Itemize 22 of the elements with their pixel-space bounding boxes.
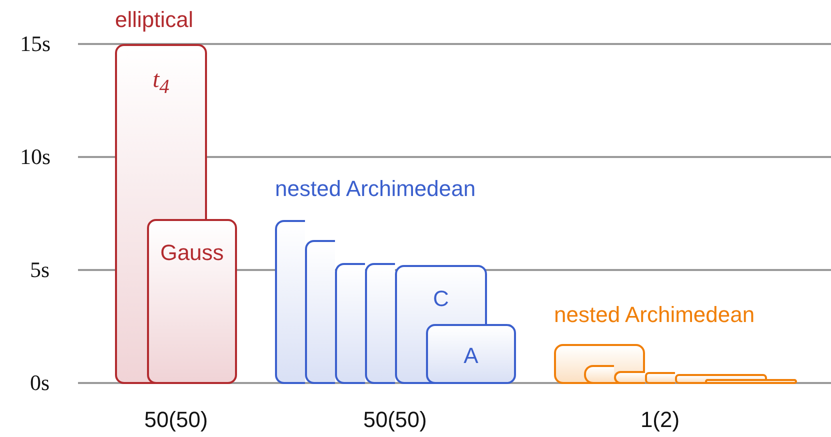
axis-tick-label: 5s xyxy=(30,258,50,282)
axis-tick-label: 0s xyxy=(30,371,50,395)
bar-label: t$_{4}$ xyxy=(152,68,170,99)
rounded-bar xyxy=(335,263,365,384)
rounded-bar xyxy=(147,219,237,384)
rounded-bar xyxy=(645,372,675,384)
bar-label: Gauss xyxy=(159,241,225,265)
rounded-bar xyxy=(426,324,516,384)
bar-label: C xyxy=(432,287,450,311)
group-label: elliptical xyxy=(115,8,194,32)
axis-category-label: 50(50) xyxy=(362,408,428,432)
group-label: nested Archimedean xyxy=(275,177,476,201)
axis-tick-label: 10s xyxy=(20,145,51,169)
axis-tick-label: 15s xyxy=(20,32,51,56)
axis-category-label: 50(50) xyxy=(143,408,209,432)
rounded-bar xyxy=(275,220,305,384)
group-label: nested Archimedean xyxy=(554,303,755,327)
bar-label: A xyxy=(462,344,480,368)
axis-category-label: 1(2) xyxy=(639,408,681,432)
rounded-bar xyxy=(705,379,797,384)
rounded-bar xyxy=(305,240,335,384)
rounded-bar xyxy=(365,263,395,384)
